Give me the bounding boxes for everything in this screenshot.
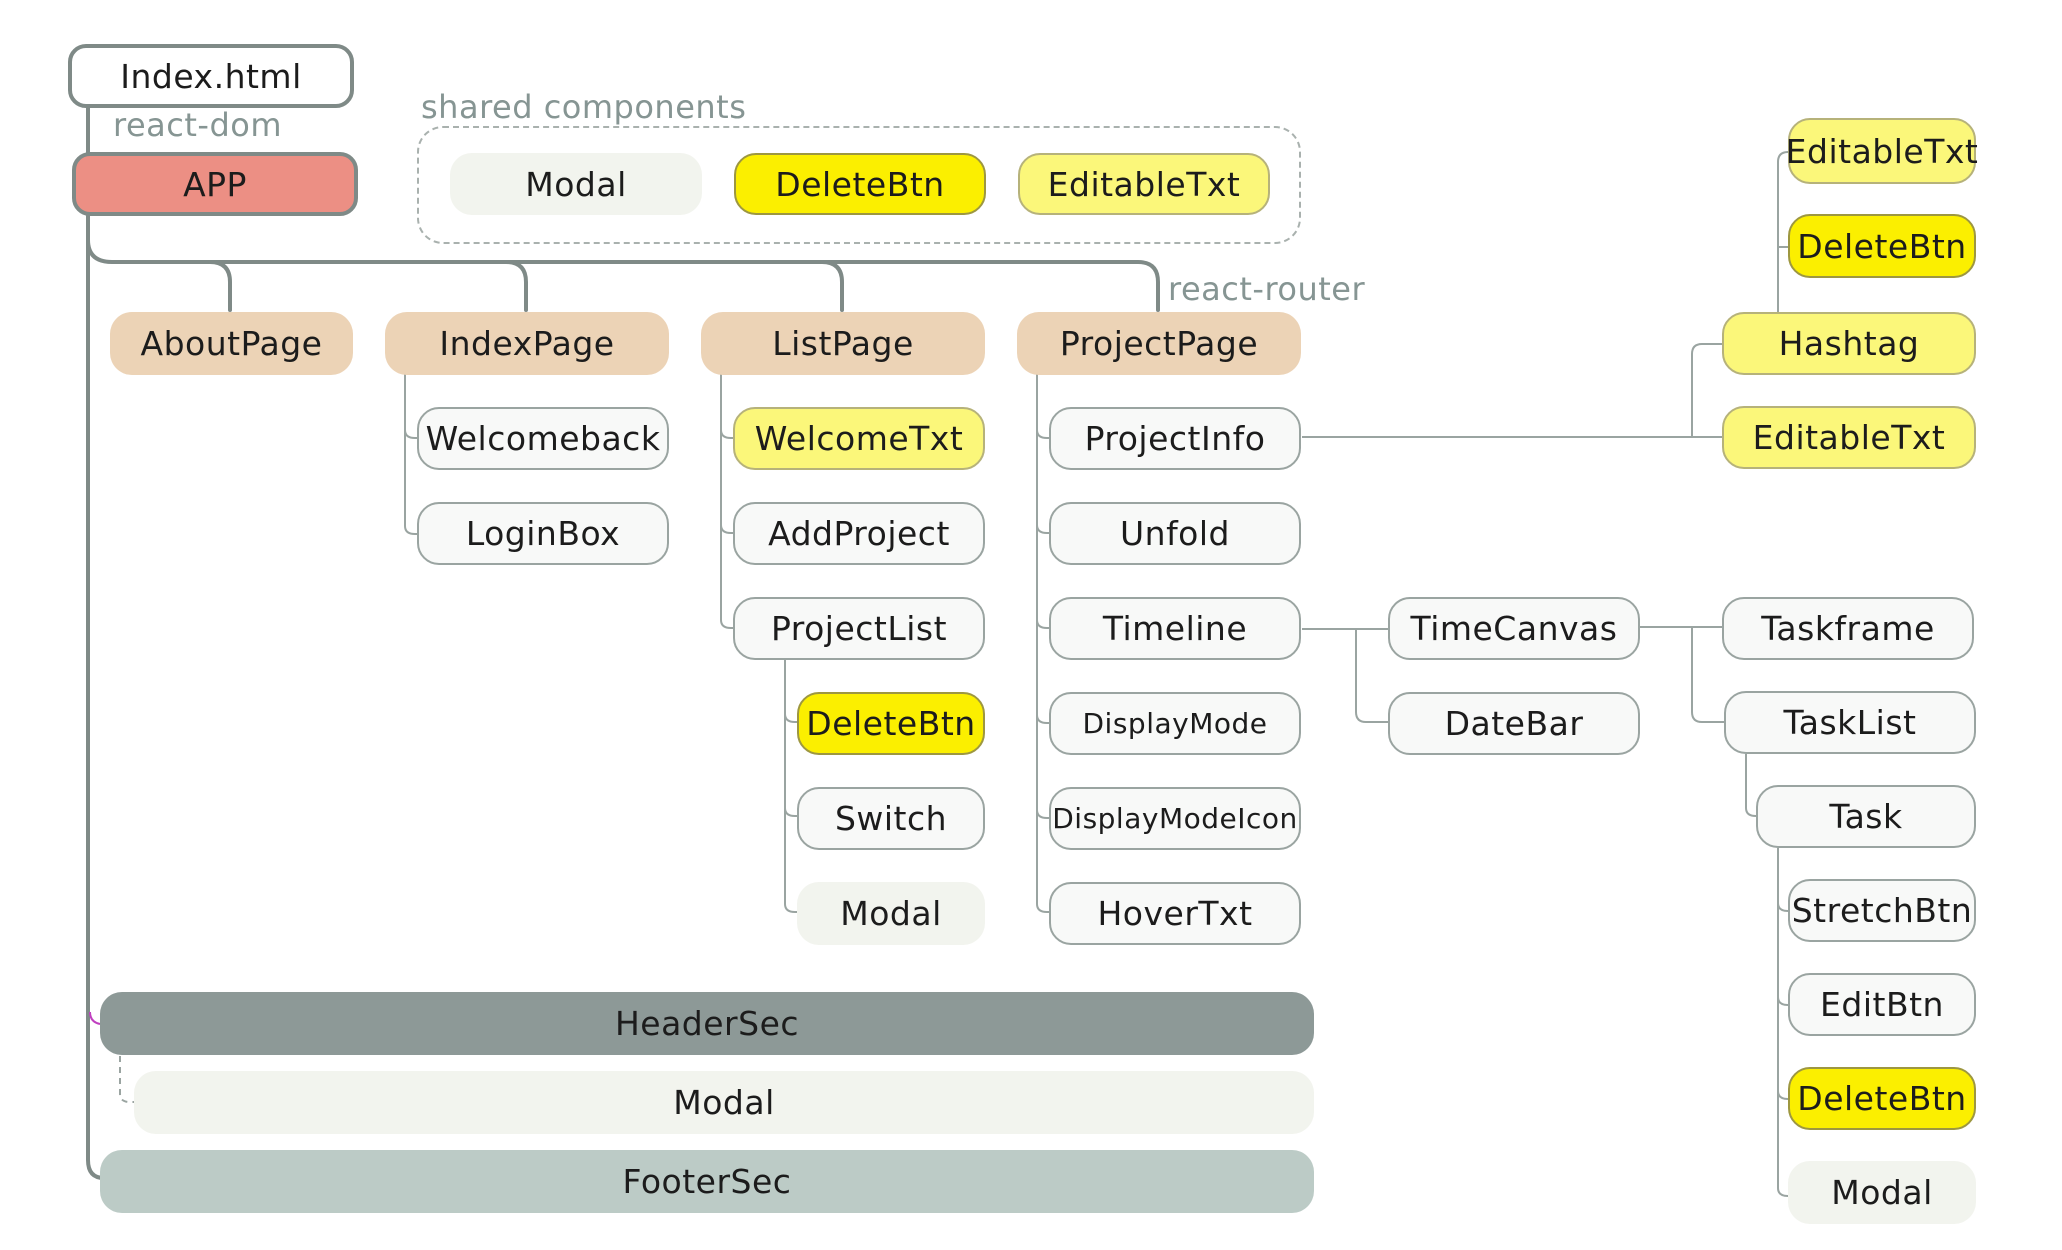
node-stretchbtn[interactable]: StretchBtn xyxy=(1788,879,1976,942)
node-datebar[interactable]: DateBar xyxy=(1388,692,1640,755)
node-projectlist-modal[interactable]: Modal xyxy=(797,882,985,945)
connector-index xyxy=(504,260,528,312)
node-displaymodeicon[interactable]: DisplayModeIcon xyxy=(1049,787,1301,850)
node-header-modal[interactable]: Modal xyxy=(134,1071,1314,1134)
shared-components-group xyxy=(417,126,1301,244)
node-shared-editabletxt[interactable]: EditableTxt xyxy=(1018,153,1270,215)
node-footersec[interactable]: FooterSec xyxy=(100,1150,1314,1213)
node-projectlist[interactable]: ProjectList xyxy=(733,597,985,660)
react-router-label: react-router xyxy=(1168,270,1366,308)
node-task[interactable]: Task xyxy=(1756,785,1976,848)
node-about-page[interactable]: AboutPage xyxy=(110,312,353,375)
node-list-page[interactable]: ListPage xyxy=(701,312,985,375)
node-headersec[interactable]: HeaderSec xyxy=(100,992,1314,1055)
node-projectinfo[interactable]: ProjectInfo xyxy=(1049,407,1301,470)
node-shared-modal[interactable]: Modal xyxy=(450,153,702,215)
node-editbtn[interactable]: EditBtn xyxy=(1788,973,1976,1036)
connector-about xyxy=(208,260,232,312)
node-project-page[interactable]: ProjectPage xyxy=(1017,312,1301,375)
node-index-html[interactable]: Index.html xyxy=(68,44,354,108)
node-hashtag-editabletxt[interactable]: EditableTxt xyxy=(1786,118,1978,184)
node-welcometxt[interactable]: WelcomeTxt xyxy=(733,407,985,470)
node-taskframe[interactable]: Taskframe xyxy=(1722,597,1974,660)
connector-list xyxy=(820,260,844,312)
node-hovertxt[interactable]: HoverTxt xyxy=(1049,882,1301,945)
node-switch[interactable]: Switch xyxy=(797,787,985,850)
react-dom-label: react-dom xyxy=(113,106,282,144)
node-timeline[interactable]: Timeline xyxy=(1049,597,1301,660)
node-app[interactable]: APP xyxy=(72,152,358,216)
node-hashtag-deletebtn[interactable]: DeleteBtn xyxy=(1788,214,1976,278)
node-loginbox[interactable]: LoginBox xyxy=(417,502,669,565)
node-projectinfo-editabletxt[interactable]: EditableTxt xyxy=(1722,406,1976,469)
node-welcomeback[interactable]: Welcomeback xyxy=(417,407,669,470)
connector-router-bus xyxy=(86,212,1160,312)
node-task-modal[interactable]: Modal xyxy=(1788,1161,1976,1224)
node-unfold[interactable]: Unfold xyxy=(1049,502,1301,565)
node-shared-deletebtn[interactable]: DeleteBtn xyxy=(734,153,986,215)
node-index-page[interactable]: IndexPage xyxy=(385,312,669,375)
node-task-deletebtn[interactable]: DeleteBtn xyxy=(1788,1067,1976,1130)
node-displaymode[interactable]: DisplayMode xyxy=(1049,692,1301,755)
node-projectlist-deletebtn[interactable]: DeleteBtn xyxy=(797,692,985,755)
node-hashtag[interactable]: Hashtag xyxy=(1722,312,1976,375)
shared-components-label: shared components xyxy=(421,88,747,126)
node-addproject[interactable]: AddProject xyxy=(733,502,985,565)
node-timecanvas[interactable]: TimeCanvas xyxy=(1388,597,1640,660)
node-tasklist[interactable]: TaskList xyxy=(1724,691,1976,754)
